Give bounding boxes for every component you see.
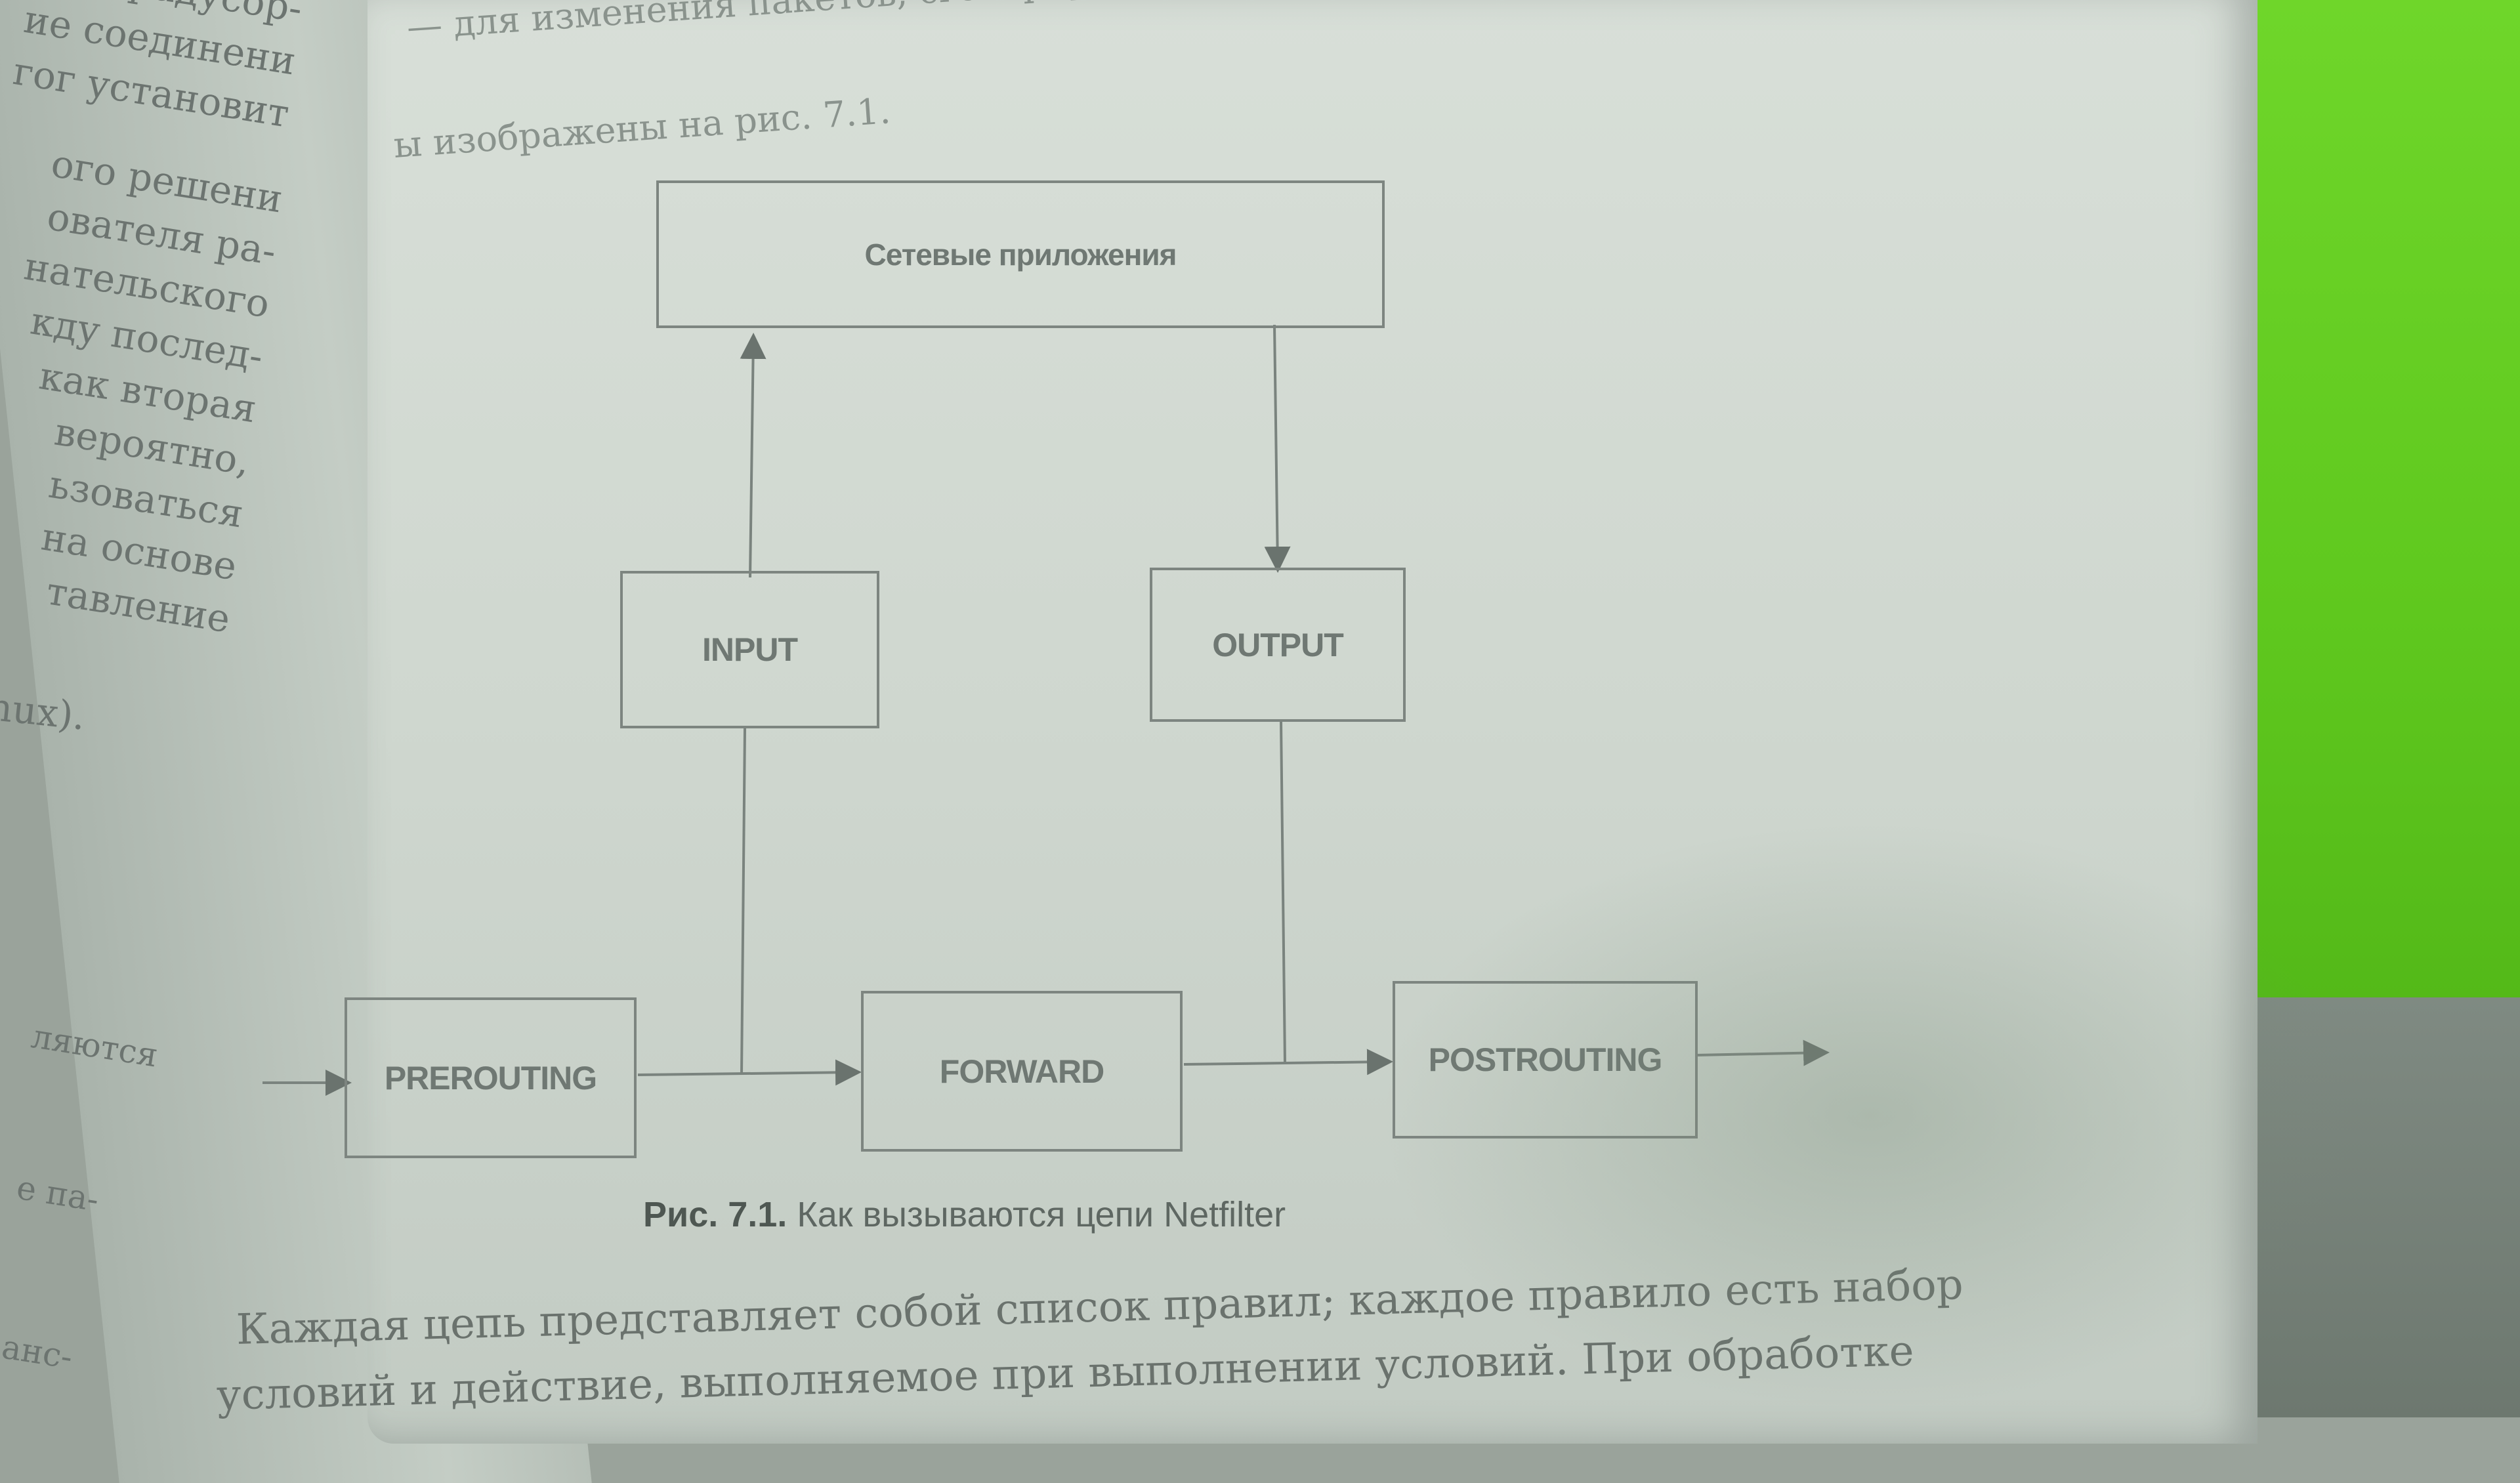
- figure-caption: Рис. 7.1. Как вызываются цепи Netfilter: [643, 1194, 1286, 1235]
- postrouting-chain-box: POSTROUTING: [1393, 981, 1698, 1138]
- arrow-prerouting-to-forward: [637, 1059, 862, 1086]
- right-page: [368, 0, 2258, 1444]
- forward-chain-box: FORWARD: [861, 991, 1183, 1152]
- arrow-forward-to-postrouting: [1183, 1049, 1393, 1076]
- line-to-input: [740, 728, 746, 1076]
- diagram-connectors: [262, 324, 1830, 1096]
- prerouting-chain-box: PREROUTING: [345, 997, 637, 1158]
- line-output-down: [1280, 720, 1286, 1064]
- arrow-out-of-postrouting: [1696, 1039, 1830, 1066]
- figure-caption-text: Как вызываются цепи Netfilter: [797, 1195, 1286, 1234]
- input-chain-box: INPUT: [620, 571, 879, 728]
- arrow-apps-to-output: [1264, 324, 1291, 573]
- network-apps-box: Сетевые приложения: [656, 180, 1385, 328]
- output-chain-box: OUTPUT: [1150, 568, 1406, 722]
- green-background: [2218, 0, 2520, 1024]
- figure-number: Рис. 7.1.: [643, 1195, 788, 1234]
- arrow-input-to-apps: [740, 333, 766, 578]
